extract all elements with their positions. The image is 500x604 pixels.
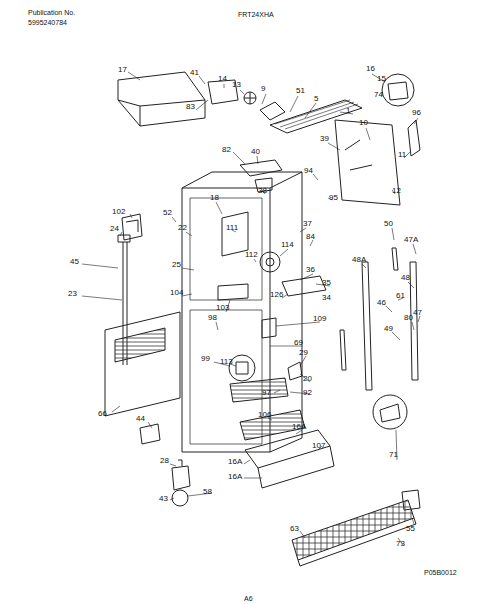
callout-number: 17	[118, 65, 127, 74]
callout-number: 48	[401, 273, 410, 282]
callout-number: 20	[303, 374, 312, 383]
callout-number: 48A	[352, 255, 366, 264]
callout-number: 92	[303, 388, 312, 397]
callout-number: 112	[245, 250, 258, 259]
callout-number: 99	[201, 354, 210, 363]
callout-number: 40	[251, 147, 260, 156]
callout-number: 18	[210, 193, 219, 202]
callout-number: 23	[68, 289, 77, 298]
callout-number: 113	[220, 357, 233, 366]
callout-number: 34	[322, 293, 331, 302]
callout-number: 96	[412, 108, 421, 117]
callout-number: 55	[406, 524, 415, 533]
callout-number: 10	[359, 118, 368, 127]
callout-number: 80	[404, 313, 413, 322]
callout-number: 71	[389, 450, 398, 459]
callout-number: 69	[294, 338, 303, 347]
header-text: 5995240784	[28, 18, 67, 27]
callout-number: 16A	[292, 422, 306, 431]
callout-number: 28	[160, 456, 169, 465]
callout-number: 61	[396, 291, 405, 300]
callout-number: 9	[261, 84, 265, 93]
callout-number: 16A	[228, 472, 242, 481]
callout-number: 63	[290, 524, 299, 533]
callout-number: 16A	[228, 457, 242, 466]
callout-number: 22	[178, 223, 187, 232]
callout-number: 107	[312, 441, 325, 450]
callout-number: 102	[112, 207, 125, 216]
callout-number: 13	[232, 80, 241, 89]
callout-number: 1	[346, 106, 350, 115]
header-text: FRT24XHA	[238, 10, 274, 19]
callout-number: 50	[384, 219, 393, 228]
callout-number: 95	[329, 193, 338, 202]
header-text: Publication No.	[28, 8, 75, 17]
callout-number: 111	[226, 223, 238, 232]
callout-number: 45	[70, 257, 79, 266]
callout-number: 43	[159, 494, 168, 503]
callout-number: 58	[203, 487, 212, 496]
callout-number: 12	[392, 186, 401, 195]
callout-number: 15	[377, 74, 386, 83]
callout-number: 24	[110, 224, 119, 233]
callout-number: 29	[299, 348, 308, 357]
callout-number: 49	[384, 324, 393, 333]
callout-number: 5	[314, 94, 318, 103]
callout-number: 38	[258, 186, 267, 195]
callout-number: 25	[172, 260, 181, 269]
callout-number: 11	[398, 150, 406, 159]
callout-number: 73	[396, 539, 405, 548]
callout-number: 52	[163, 208, 172, 217]
callout-number: 83	[186, 102, 195, 111]
callout-number: 37	[303, 219, 312, 228]
callout-number: 84	[306, 232, 315, 241]
callout-number: 16	[366, 64, 375, 73]
callout-number: 47A	[404, 235, 418, 244]
callout-number: 103	[216, 303, 229, 312]
callout-number: 82	[222, 145, 231, 154]
callout-number: 36	[306, 265, 315, 274]
callout-number: 97	[262, 388, 271, 397]
header-text: P05B0012	[424, 568, 457, 577]
callout-number: 114	[281, 240, 294, 249]
callout-number: 126	[270, 290, 283, 299]
callout-number: 47	[413, 308, 422, 317]
callout-number: 98	[208, 313, 217, 322]
callout-number: 44	[136, 414, 145, 423]
callout-number: 39	[320, 134, 329, 143]
callout-number: 109	[313, 314, 326, 323]
header-text: A6	[244, 594, 253, 603]
callout-number: 106	[258, 410, 271, 419]
callout-number: 94	[304, 166, 313, 175]
callout-number: 35	[322, 278, 331, 287]
callout-number: 41	[190, 68, 199, 77]
callout-number: 74	[374, 90, 383, 99]
callout-number: 104	[170, 288, 183, 297]
callout-number: 66	[98, 409, 107, 418]
callout-number: 14	[218, 74, 227, 83]
callout-number: 46	[377, 298, 386, 307]
callout-number: 51	[296, 86, 305, 95]
